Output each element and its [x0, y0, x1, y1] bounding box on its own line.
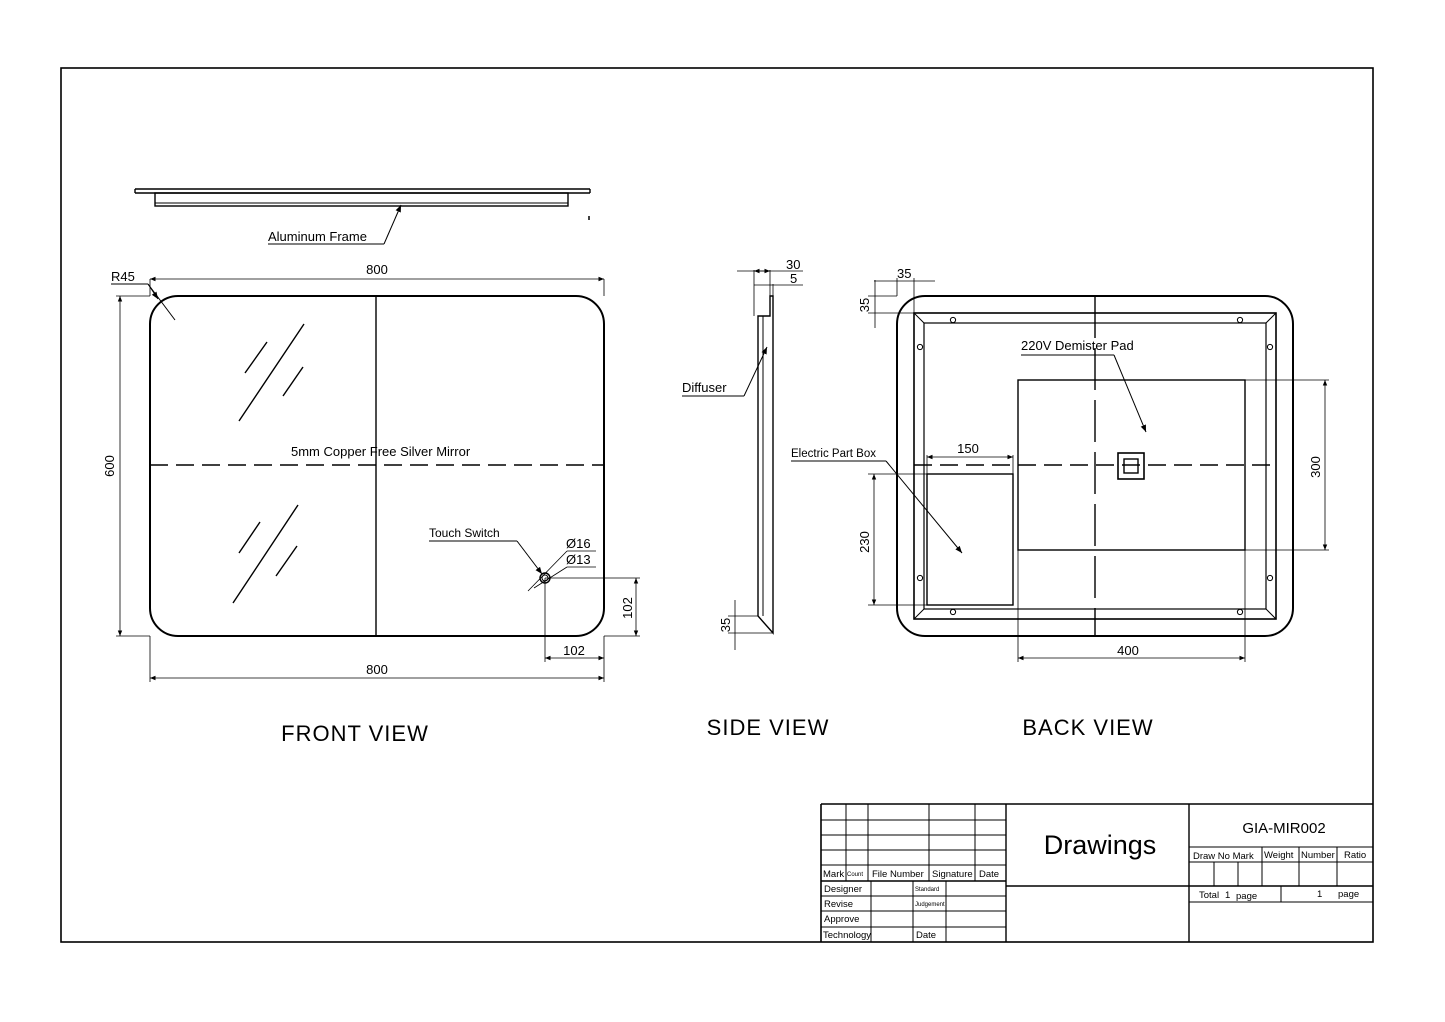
side-bottom-value: 35: [718, 618, 733, 632]
demister-label: 220V Demister Pad: [1021, 338, 1134, 353]
back-view: 220V Demister Pad Electric Part Box 150 …: [791, 266, 1329, 740]
width-top-value: 800: [366, 262, 388, 277]
tb-number: Number: [1301, 850, 1335, 861]
tb-weight: Weight: [1264, 850, 1294, 861]
tb-total-label: Total: [1199, 890, 1219, 901]
side-glass-value: 5: [790, 271, 797, 286]
tb-total-unit: page: [1236, 891, 1257, 902]
switch-offset-x-value: 102: [563, 643, 585, 658]
glass-reflection-marks: [232, 323, 305, 604]
tb-approve: Approve: [824, 914, 859, 925]
radius-label: R45: [111, 269, 135, 284]
box-height-value: 230: [857, 531, 872, 553]
tb-judgement: Judgement: [915, 902, 945, 908]
front-view: Aluminum Frame 5mm Copper Free Silver Mi…: [102, 188, 640, 746]
pad-width-value: 400: [1117, 643, 1139, 658]
back-offset-y-value: 35: [857, 298, 872, 312]
tb-draw-no-mark: Draw No Mark: [1193, 851, 1254, 862]
tb-technology: Technology: [823, 930, 871, 941]
connector-icon: [1117, 452, 1145, 480]
diffuser-label: Diffuser: [682, 380, 727, 395]
tb-ratio: Ratio: [1344, 850, 1366, 861]
mirror-label: 5mm Copper Free Silver Mirror: [291, 444, 471, 459]
back-offset-x-value: 35: [897, 266, 911, 281]
front-view-title: FRONT VIEW: [281, 721, 429, 746]
switch-offset-y-value: 102: [620, 597, 635, 619]
side-view: 30 5 Diffuser 35 SIDE VIEW: [682, 257, 830, 740]
tb-total-value: 1: [1225, 890, 1230, 901]
tb-designer: Designer: [824, 884, 862, 895]
tb-standard: Standard: [915, 887, 939, 893]
tb-signature: Signature: [932, 869, 973, 880]
pad-height-value: 300: [1308, 456, 1323, 478]
height-value: 600: [102, 455, 117, 477]
tb-mark: Mark: [823, 869, 844, 880]
tb-drawing-no: GIA-MIR002: [1242, 820, 1325, 837]
side-profile: [757, 295, 774, 635]
width-bottom-value: 800: [366, 662, 388, 677]
tb-page-unit: page: [1338, 889, 1359, 900]
tb-title: Drawings: [1044, 830, 1157, 860]
box-width-value: 150: [957, 441, 979, 456]
tb-count: Count: [847, 872, 863, 878]
tb-revise: Revise: [824, 899, 853, 910]
dia-inner-label: Ø13: [566, 552, 591, 567]
electric-box-label: Electric Part Box: [791, 448, 876, 460]
title-block-text: Mark Count File Number Signature Date De…: [823, 820, 1366, 941]
frame-profile: [134, 188, 591, 220]
hanging-slots: [916, 316, 1274, 616]
back-view-title: BACK VIEW: [1022, 715, 1153, 740]
aluminum-frame-label: Aluminum Frame: [268, 229, 367, 244]
demister-pad: [1017, 379, 1246, 551]
tb-date-row: Date: [916, 930, 936, 941]
title-block: [820, 803, 1373, 942]
touch-switch-label: Touch Switch: [429, 526, 500, 540]
side-depth-value: 30: [786, 257, 800, 272]
electric-part-box: [926, 473, 1014, 606]
drawing-border: [60, 67, 1374, 943]
tb-file-number: File Number: [872, 869, 924, 880]
tb-page-value: 1: [1317, 889, 1322, 900]
tb-date-col: Date: [979, 869, 999, 880]
dia-outer-label: Ø16: [566, 536, 591, 551]
mirror-outline: [149, 295, 605, 637]
side-view-title: SIDE VIEW: [707, 715, 830, 740]
